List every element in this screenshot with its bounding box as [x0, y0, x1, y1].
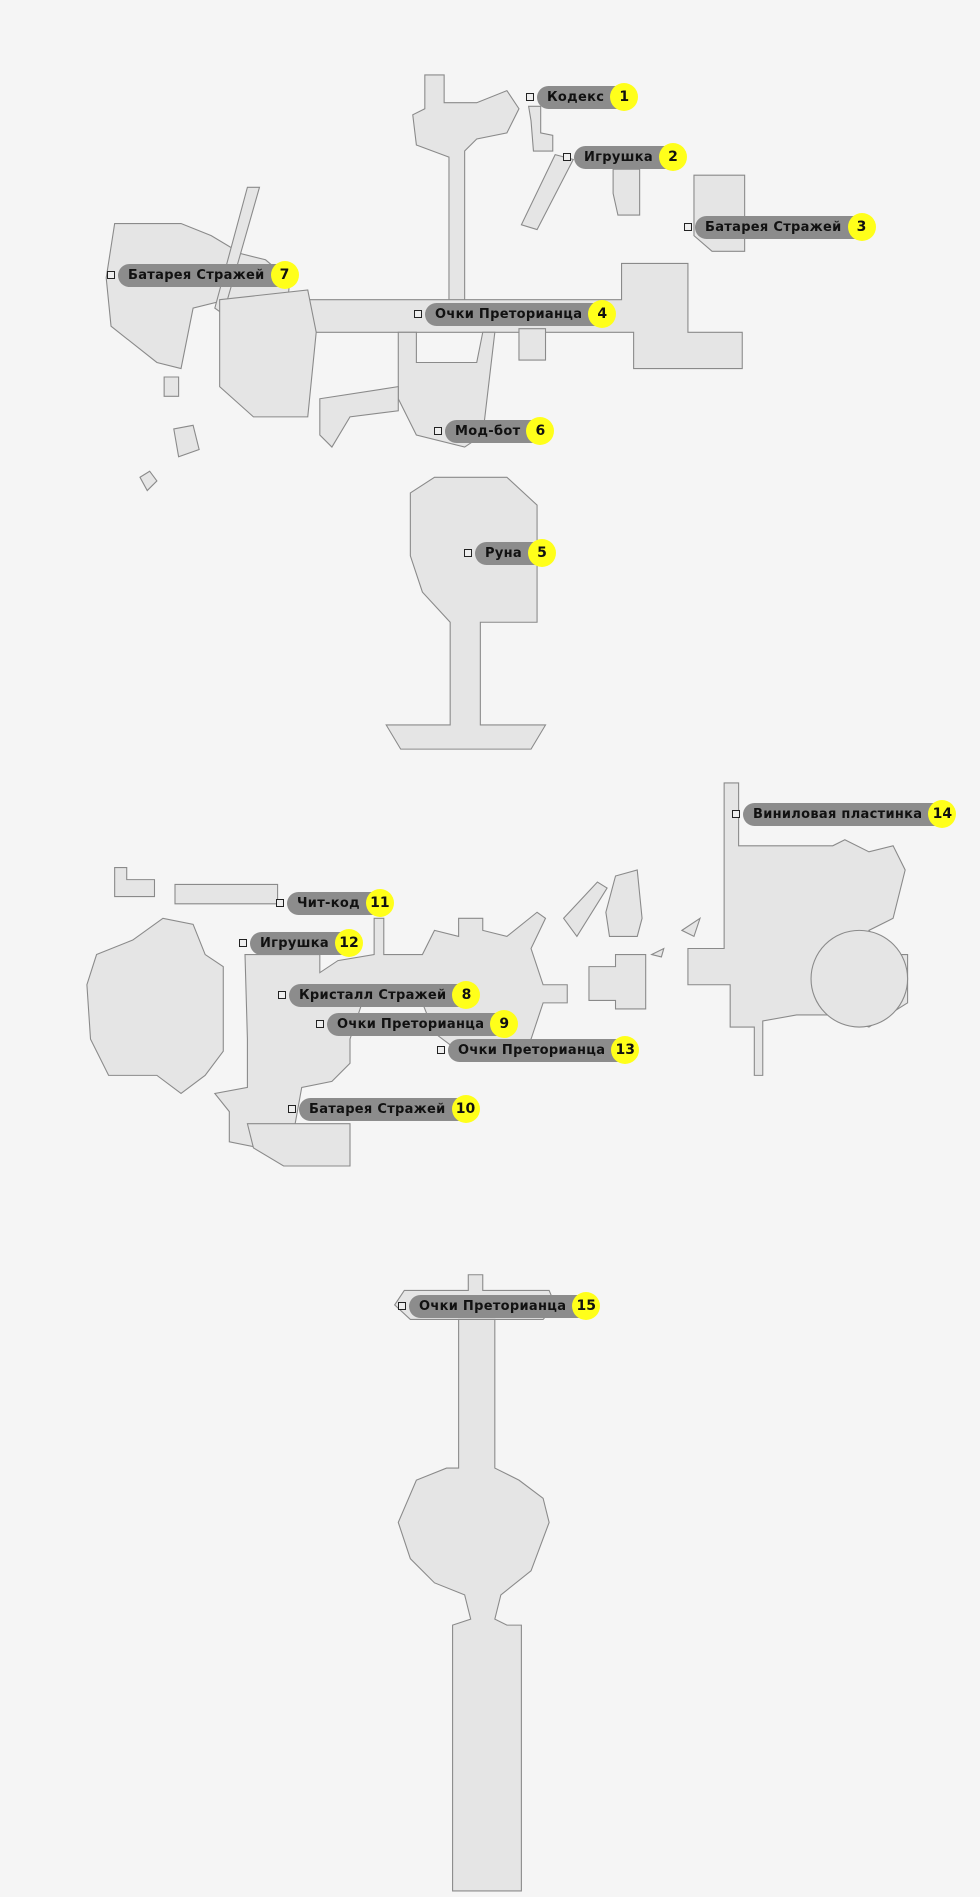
marker-label: Чит-код	[287, 891, 378, 915]
marker-number-badge: 6	[526, 417, 555, 445]
marker-square-icon	[276, 899, 284, 907]
marker-number-badge: 7	[270, 261, 299, 289]
marker-label: Очки Преторианца	[327, 1012, 503, 1036]
marker-number-badge: 12	[334, 929, 363, 957]
marker-number-badge: 15	[572, 1292, 601, 1320]
map-area-top	[105, 74, 746, 750]
marker-label: Очки Преторианца	[409, 1294, 585, 1318]
marker-square-icon	[239, 939, 247, 947]
marker-label: Очки Преторианца	[448, 1038, 624, 1062]
marker-label: Батарея Стражей	[299, 1097, 464, 1121]
marker-number-badge: 4	[588, 300, 617, 328]
marker-square-icon	[288, 1105, 296, 1113]
marker-label: Игрушка	[574, 145, 671, 169]
marker-label: Руна	[475, 541, 540, 565]
marker-label: Игрушка	[250, 931, 347, 955]
marker-square-icon	[563, 153, 571, 161]
marker-number-badge: 8	[452, 981, 481, 1009]
marker-number-badge: 2	[658, 143, 687, 171]
marker-square-icon	[278, 991, 286, 999]
marker-number-badge: 11	[365, 889, 394, 917]
marker-label: Очки Преторианца	[425, 302, 601, 326]
marker-number-badge: 14	[928, 800, 957, 828]
marker-square-icon	[414, 310, 422, 318]
marker-number-badge: 10	[451, 1095, 480, 1123]
marker-square-icon	[434, 427, 442, 435]
marker-square-icon	[732, 810, 740, 818]
marker-square-icon	[526, 93, 534, 101]
marker-label: Виниловая пластинка	[743, 802, 941, 826]
marker-label: Мод-бот	[445, 419, 539, 443]
marker-square-icon	[316, 1020, 324, 1028]
marker-label: Кристалл Стражей	[289, 983, 465, 1007]
marker-square-icon	[107, 271, 115, 279]
marker-square-icon	[684, 223, 692, 231]
map-area-bottom	[393, 1274, 556, 1892]
marker-number-badge: 13	[611, 1036, 640, 1064]
marker-label: Батарея Стражей	[695, 215, 860, 239]
marker-label: Батарея Стражей	[118, 263, 283, 287]
map-area-middle	[86, 782, 909, 1167]
marker-number-badge: 1	[610, 83, 639, 111]
marker-number-badge: 3	[847, 213, 876, 241]
marker-square-icon	[464, 549, 472, 557]
marker-label: Кодекс	[537, 85, 623, 109]
marker-square-icon	[437, 1046, 445, 1054]
marker-number-badge: 9	[490, 1010, 519, 1038]
marker-number-badge: 5	[527, 539, 556, 567]
marker-square-icon	[398, 1302, 406, 1310]
